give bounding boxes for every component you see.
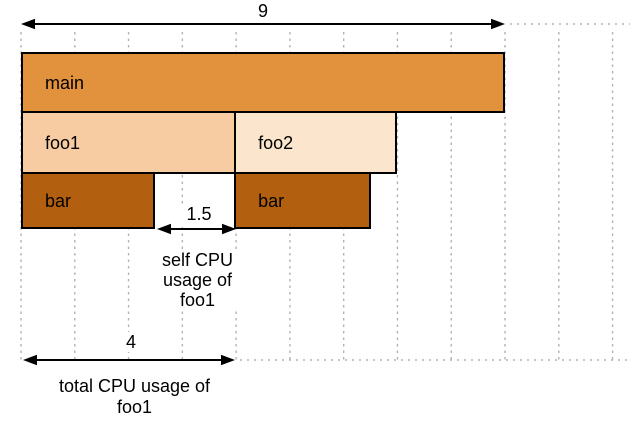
- frame-main: main: [21, 52, 506, 113]
- frame-label: bar: [258, 190, 285, 211]
- frame-bar-right: bar: [234, 172, 371, 229]
- total-width-arrow: [21, 18, 630, 30]
- arrowhead-right-icon: [221, 354, 235, 366]
- total-usage-arrow: [23, 354, 630, 366]
- frame-label: bar: [45, 190, 72, 211]
- arrowhead-left-icon: [157, 223, 171, 235]
- total-usage-caption: total CPU usage of foo1: [58, 376, 211, 417]
- frame-bar-left: bar: [21, 172, 156, 229]
- arrowhead-left-icon: [23, 354, 37, 366]
- frame-label: main: [45, 72, 85, 93]
- self-usage-value: 1.5: [177, 204, 221, 224]
- self-usage-caption: self CPU usage of foo1: [150, 250, 245, 310]
- frame-foo2: foo2: [234, 111, 398, 174]
- self-usage-arrow: [157, 223, 236, 235]
- frame-label: foo1: [45, 132, 81, 153]
- total-width-value: 9: [257, 1, 268, 21]
- total-usage-value: 4: [106, 332, 156, 352]
- arrowhead-left-icon: [21, 18, 35, 30]
- frame-foo1: foo1: [21, 111, 237, 174]
- arrowhead-right-icon: [222, 223, 236, 235]
- frame-label: foo2: [258, 132, 294, 153]
- arrowhead-right-icon: [491, 18, 505, 30]
